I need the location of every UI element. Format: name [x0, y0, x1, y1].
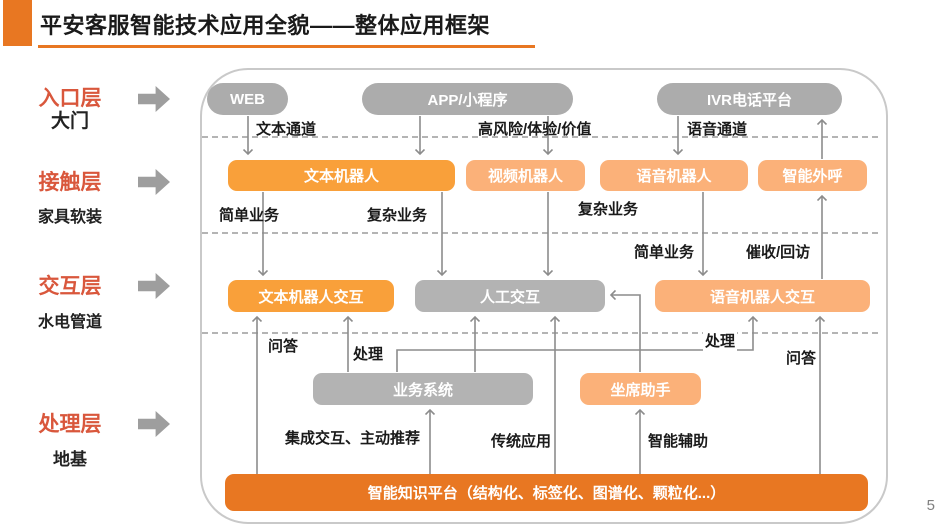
- edge-label-process-left: 处理: [353, 346, 384, 363]
- layer-divider: [202, 332, 878, 334]
- edge-label-simple-biz-left: 简单业务: [219, 207, 280, 224]
- layer-interaction-label: 交互层: [38, 275, 102, 298]
- edge-label-complex-biz-left: 复杂业务: [367, 207, 428, 224]
- page-title: 平安客服智能技术应用全貌——整体应用框架: [40, 13, 491, 38]
- edge-label-text-channel: 文本通道: [256, 121, 317, 138]
- node-text-robot-interaction: 文本机器人交互: [228, 280, 394, 312]
- node-smart-outbound: 智能外呼: [758, 160, 867, 191]
- layer-divider: [202, 232, 878, 234]
- layer-divider: [202, 136, 878, 138]
- node-ivr-platform: IVR电话平台: [657, 83, 842, 115]
- edge-label-collection-callback: 催收/回访: [746, 244, 811, 261]
- node-voice-robot-interaction: 语音机器人交互: [655, 280, 870, 312]
- edge-label-smart-assist: 智能辅助: [648, 433, 709, 450]
- layer-entry-label: 入口层: [38, 87, 102, 110]
- node-agent-assistant: 坐席助手: [580, 373, 701, 405]
- layer-processing-analogy: 地基: [53, 450, 87, 469]
- right-block-arrow-icon: [138, 411, 170, 437]
- edge-label-qa-right: 问答: [786, 350, 817, 367]
- edge-label-simple-biz-right: 简单业务: [634, 244, 695, 261]
- edge-label-complex-biz-right: 复杂业务: [578, 201, 639, 218]
- edge-label-integrated-push: 集成交互、主动推荐: [285, 430, 421, 447]
- right-block-arrow-icon: [138, 86, 170, 112]
- node-voice-robot: 语音机器人: [600, 160, 748, 191]
- edge-label-qa-left: 问答: [268, 338, 299, 355]
- layer-contact-analogy: 家具软装: [37, 209, 102, 226]
- page-number: 5: [926, 497, 935, 514]
- title-underline: [38, 45, 535, 48]
- right-block-arrow-icon: [138, 169, 170, 195]
- node-web: WEB: [207, 83, 288, 115]
- layer-interaction-analogy: 水电管道: [37, 314, 102, 331]
- node-business-system: 业务系统: [313, 373, 533, 405]
- layer-entry-analogy: 大门: [50, 111, 89, 132]
- right-block-arrow-icon: [138, 273, 170, 299]
- node-video-robot: 视频机器人: [466, 160, 585, 191]
- edge-label-high-risk-value: 高风险/体验/价值: [478, 121, 592, 138]
- framework-container: [200, 68, 888, 524]
- layer-contact-label: 接触层: [38, 171, 102, 194]
- node-text-robot: 文本机器人: [228, 160, 455, 191]
- node-manual-interaction: 人工交互: [415, 280, 605, 312]
- edge-label-voice-channel: 语音通道: [687, 121, 748, 138]
- node-knowledge-platform: 智能知识平台（结构化、标签化、图谱化、颗粒化...）: [225, 474, 868, 511]
- edge-label-traditional-app: 传统应用: [491, 433, 552, 450]
- node-app-miniprogram: APP/小程序: [362, 83, 573, 115]
- edge-label-process-right: 处理: [703, 330, 738, 351]
- layer-processing-label: 处理层: [38, 413, 102, 436]
- title-accent-block: [3, 0, 32, 46]
